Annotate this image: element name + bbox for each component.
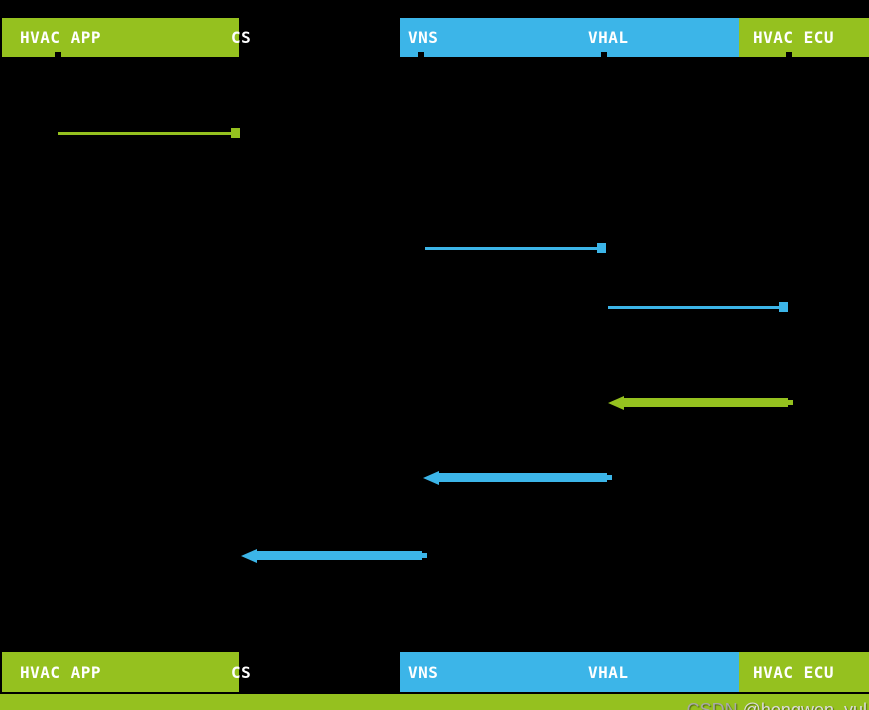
participant-label-hvac-app: HVAC APP	[20, 662, 102, 682]
participant-box-hvac-ecu-top: HVAC ECU	[739, 18, 869, 57]
watermark-brand: CSDN	[686, 700, 743, 710]
arrow-square-head	[597, 243, 606, 253]
csdn-watermark: CSDN @hongwen_yul	[667, 679, 867, 710]
arrow-shaft	[425, 247, 597, 250]
participant-box-hvac-ecu-bottom: HVAC ECU	[739, 652, 869, 692]
arrow-shaft	[608, 306, 779, 309]
lifeline-stub-hvac-app-top	[55, 52, 61, 58]
participant-label-vns: VNS	[408, 662, 439, 682]
bottom-green-strip	[0, 694, 869, 710]
arrow-shaft	[622, 398, 788, 407]
participant-label-vns: VNS	[408, 28, 439, 47]
participant-label-vhal: VHAL	[588, 28, 629, 47]
arrow-shaft	[58, 132, 231, 135]
participant-box-vns-vhal-top: VNS VHAL	[400, 18, 739, 57]
arrow-square-head	[779, 302, 788, 312]
arrow-square-head	[231, 128, 240, 138]
watermark-username: @hongwen_yul	[742, 700, 867, 710]
participant-label-cs: CS	[231, 662, 252, 682]
arrow-triangle-head	[423, 471, 439, 485]
arrow-tail-nub	[422, 553, 427, 558]
arrow-tail-nub	[607, 475, 612, 480]
participant-box-vns-vhal-bottom: VNS VHAL	[400, 652, 739, 692]
participant-label-vhal: VHAL	[588, 662, 629, 682]
participant-label-hvac-ecu: HVAC ECU	[753, 662, 835, 682]
arrow-shaft	[255, 551, 422, 560]
lifeline-stub-vns-top	[418, 52, 424, 58]
participant-box-cs-bottom: CS	[221, 652, 401, 692]
lifeline-stub-hvac-ecu-top	[786, 52, 792, 58]
arrow-shaft	[437, 473, 607, 482]
arrow-triangle-head	[241, 549, 257, 563]
arrow-tail-nub	[788, 400, 793, 405]
participant-box-hvac-app-bottom: HVAC APP	[2, 652, 239, 692]
participant-label-cs: CS	[231, 28, 252, 47]
participant-box-cs-top: CS	[221, 18, 401, 57]
participant-box-hvac-app-top: HVAC APP	[2, 18, 239, 57]
participant-label-hvac-ecu: HVAC ECU	[753, 28, 835, 47]
lifeline-stub-vhal-top	[601, 52, 607, 58]
arrow-triangle-head	[608, 396, 624, 410]
participant-label-hvac-app: HVAC APP	[20, 28, 102, 47]
